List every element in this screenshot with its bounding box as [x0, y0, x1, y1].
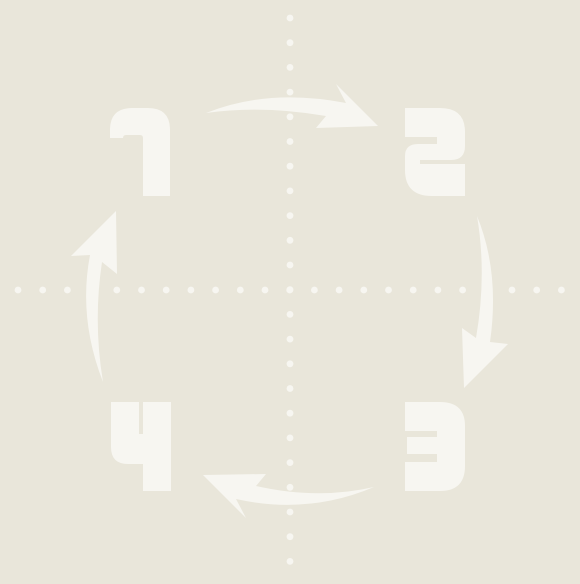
guide-dot-vertical [286, 385, 294, 392]
guide-dot-vertical [286, 335, 294, 343]
curved-arrow-up-icon [71, 211, 117, 382]
guide-dot-horizontal [385, 286, 392, 294]
guide-dot-horizontal [360, 286, 368, 294]
guide-dot-horizontal [335, 286, 343, 294]
guide-dot-vertical [286, 311, 294, 318]
guide-dot-vertical [286, 14, 294, 22]
guide-dot-vertical [286, 162, 294, 170]
guide-dot-horizontal [261, 286, 269, 294]
guide-dot-horizontal [162, 286, 170, 294]
guide-dot-vertical [286, 261, 294, 269]
guide-dot-horizontal [558, 286, 565, 294]
curved-arrow-down-icon [462, 216, 508, 388]
guide-dot-horizontal [409, 286, 417, 294]
guide-dot-vertical [286, 533, 294, 541]
step-1-glyph: 1 [110, 108, 170, 196]
guide-dot-vertical [286, 360, 294, 368]
guide-dot-horizontal [508, 286, 516, 294]
guide-dot-vertical [286, 64, 294, 71]
guide-dot-vertical [286, 434, 294, 442]
step-2-glyph: 2 [405, 108, 465, 196]
guide-dot-horizontal [14, 286, 22, 294]
guide-dot-vertical [286, 459, 294, 466]
guide-dot-horizontal [212, 286, 220, 294]
step-4-glyph: 4 [111, 402, 171, 491]
guide-dot-vertical [286, 39, 294, 47]
curved-arrow-right-icon [206, 84, 378, 128]
guide-dot-vertical [286, 409, 294, 417]
guide-dot-horizontal [311, 286, 318, 294]
guide-dot-vertical [286, 508, 294, 516]
guide-dot-horizontal [236, 286, 244, 294]
guide-dot-horizontal [187, 286, 195, 294]
guide-dot-vertical [286, 236, 294, 244]
guide-dot-horizontal [286, 286, 294, 294]
guide-dot-vertical [286, 138, 294, 145]
guide-dot-horizontal [434, 286, 442, 294]
guide-dot-vertical [286, 88, 294, 96]
guide-dot-vertical [286, 113, 294, 121]
step-3-glyph: 3 [405, 402, 465, 491]
guide-dot-horizontal [64, 286, 71, 294]
guide-dot-horizontal [138, 286, 145, 294]
guide-dot-horizontal [113, 286, 121, 294]
curved-arrow-left-icon [203, 474, 374, 518]
guide-dot-horizontal [533, 286, 541, 294]
guide-dot-vertical [286, 187, 294, 195]
guide-dot-horizontal [459, 286, 466, 294]
guide-dot-vertical [286, 483, 294, 491]
guide-dot-vertical [286, 212, 294, 220]
guide-dot-horizontal [39, 286, 47, 294]
guide-dot-vertical [286, 558, 294, 565]
